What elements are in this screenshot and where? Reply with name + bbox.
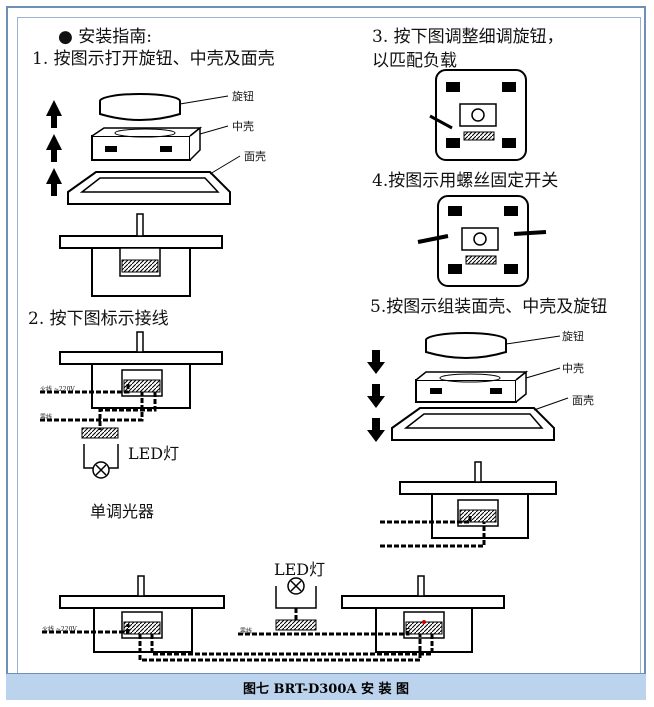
knob-label-2: 旋钮 — [562, 330, 584, 343]
step5-title: 5.按图示组装面壳、中壳及旋钮 — [370, 297, 608, 317]
led-lamp-label-1: LED灯 — [128, 444, 180, 463]
neutral-wire-label-2: 零线 — [240, 628, 253, 635]
step1-base-switch — [59, 213, 223, 297]
bottom-switch-right — [341, 575, 505, 653]
middle-shell-label-2: 中壳 — [562, 362, 584, 375]
face-shell-label-2: 面壳 — [572, 394, 594, 407]
step2-wires — [40, 382, 157, 430]
step2-switch — [59, 331, 223, 409]
step4-title: 4.按图示用螺丝固定开关 — [372, 171, 559, 191]
step1-knob — [99, 93, 229, 121]
guide-heading: ● 安装指南: — [58, 27, 152, 47]
step3-plate — [429, 69, 527, 161]
face-shell-label-1: 面壳 — [244, 150, 266, 163]
live-wire-label-1: 火线 ~220V — [40, 386, 75, 393]
step1-middle-shell — [91, 125, 229, 161]
step5-arrows — [367, 350, 385, 442]
step5-face-shell — [391, 397, 569, 441]
bottom-wires — [42, 608, 434, 662]
step1-face-shell — [67, 155, 241, 205]
step2-title: 2. 按下图标示接线 — [28, 309, 169, 329]
step5-knob — [425, 332, 561, 359]
figure-caption: 图七 BRT-D300A 安 装 图 — [6, 673, 646, 700]
led-lamp-label-2: LED灯 — [274, 560, 326, 579]
step1-arrows — [46, 100, 62, 196]
neutral-wire-label-1: 零线 — [40, 414, 53, 421]
live-wire-label-2: 火线 ~220V — [42, 626, 77, 633]
step3-title-line1: 3. 按下图调整细调旋钮， — [372, 27, 564, 47]
step3-title-line2: 以匹配负载 — [372, 51, 457, 71]
knob-label-1: 旋钮 — [232, 90, 254, 103]
dimmer-label: 单调光器 — [90, 502, 155, 521]
step1-title: 1. 按图示打开旋钮、中壳及面壳 — [32, 49, 275, 69]
bottom-switch-left — [59, 575, 225, 653]
step5-middle-shell — [415, 367, 561, 403]
step5-base-switch — [399, 461, 557, 539]
step2-lamp — [81, 427, 119, 479]
step5-wires — [380, 514, 486, 548]
bottom-lamp — [275, 577, 317, 631]
middle-shell-label-1: 中壳 — [232, 120, 254, 133]
step4-plate — [417, 195, 547, 287]
